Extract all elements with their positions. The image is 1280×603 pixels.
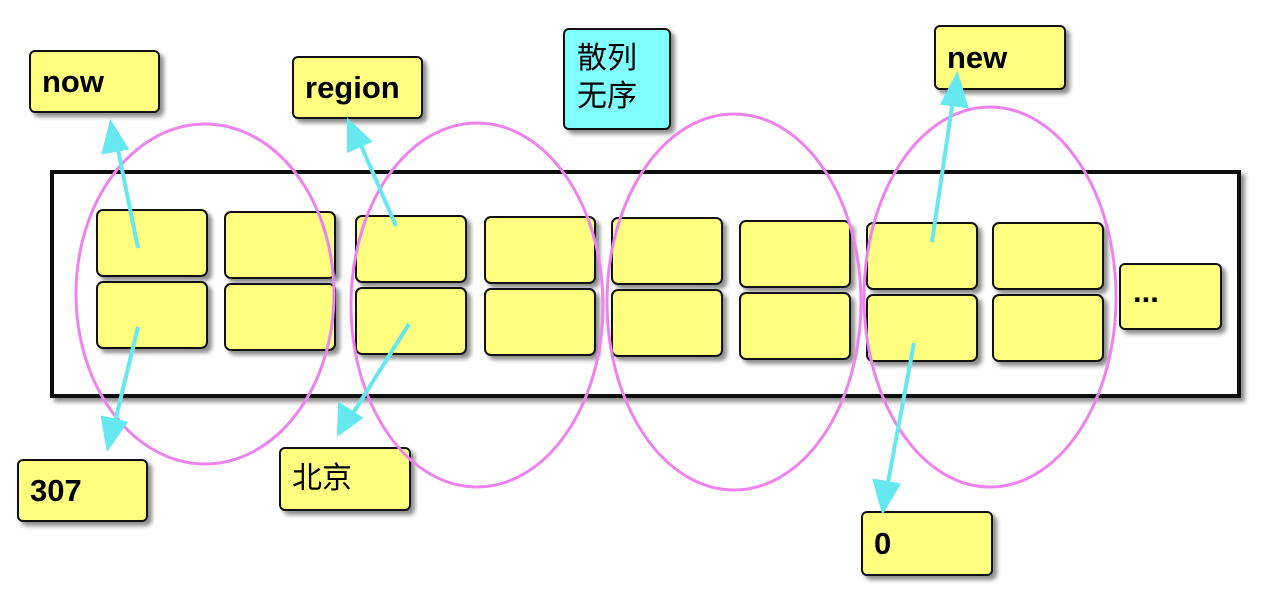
bucket-3-key-cell [355,215,467,283]
more-buckets-label: ... [1119,263,1222,330]
bucket-4-value-cell [484,288,596,356]
entry-ellipse-1 [74,122,336,466]
key-region-label: region [292,56,423,119]
note-line-2: 无序 [577,79,637,114]
bucket-1-value-cell [96,281,208,349]
key-now-label: now [29,50,160,113]
bucket-8-key-cell [992,222,1104,290]
bucket-2-value-cell [224,283,336,351]
bucket-5-key-cell [611,217,723,285]
bucket-6-key-cell [739,220,851,288]
key-new-label: new [934,25,1066,90]
entry-ellipse-3 [605,112,863,492]
arrow-to-zero-head [872,478,902,516]
arrow-to-new [930,92,956,243]
hash-unordered-note: 散列 无序 [563,28,671,130]
note-line-1: 散列 [577,41,637,76]
entry-ellipse-2 [349,121,605,489]
arrow-to-region [355,135,398,227]
arrow-to-new-head [939,70,969,109]
bucket-8-value-cell [992,294,1104,362]
entry-ellipse-4 [862,105,1118,489]
arrow-to-now-head [101,118,130,155]
value-beijing-label: 北京 [279,447,411,511]
bucket-2-key-cell [224,211,336,279]
value-zero-label: 0 [861,511,993,576]
bucket-7-key-cell [866,222,978,290]
arrow-to-zero [884,342,916,494]
arrow-to-now [114,139,140,249]
bucket-5-value-cell [611,289,723,357]
arrow-to-beijing-head [336,401,364,437]
arrow-to-307-head [100,415,129,453]
arrow-to-307 [111,326,140,431]
arrow-to-beijing [348,322,411,420]
bucket-3-value-cell [355,287,467,355]
arrow-to-region-head [347,117,373,154]
bucket-1-key-cell [96,209,208,277]
bucket-6-value-cell [739,292,851,360]
bucket-4-key-cell [484,216,596,284]
value-307-label: 307 [17,459,148,522]
